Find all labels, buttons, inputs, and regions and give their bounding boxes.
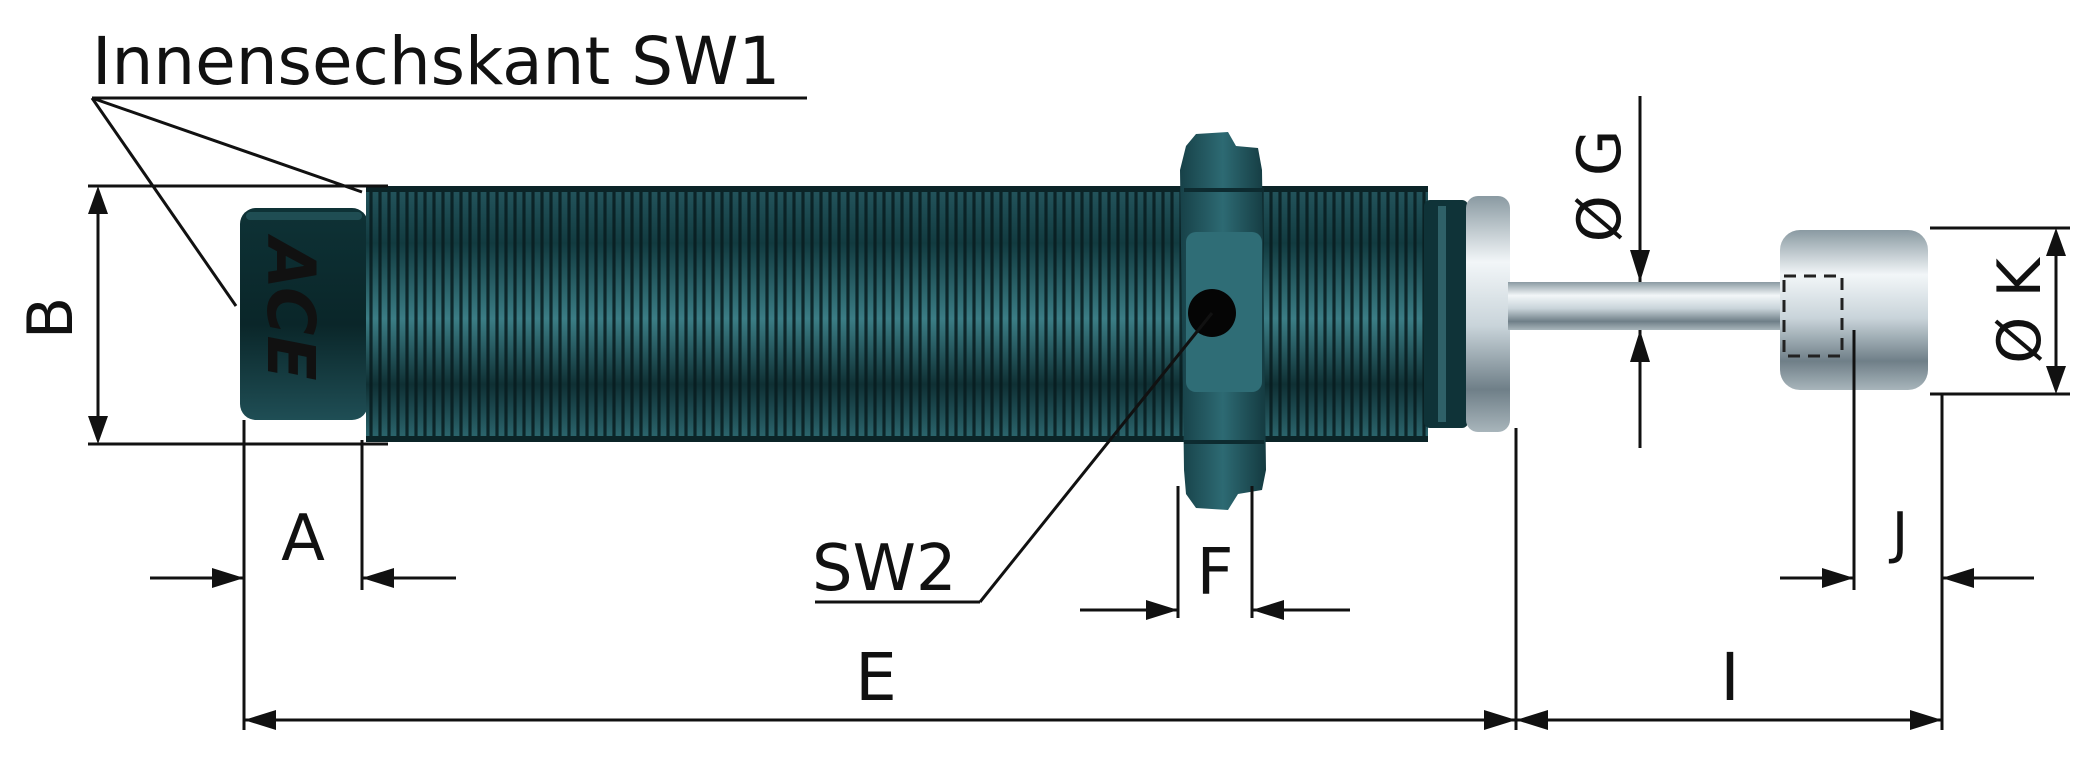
thread-crest-bottom: [366, 436, 1428, 442]
end-cap: [240, 208, 368, 420]
stop-cap-inner: [1782, 274, 1844, 358]
label-k: Ø K: [1985, 257, 2055, 364]
label-e: E: [855, 639, 897, 716]
front-bushing: [1466, 196, 1510, 432]
label-a: A: [281, 502, 325, 576]
label-j: J: [1889, 501, 1909, 566]
body-front-ring-highlight: [1438, 206, 1446, 422]
label-sw2: SW2: [812, 532, 957, 606]
piston-rod: [1508, 282, 1786, 330]
label-i: I: [1720, 639, 1739, 716]
end-cap-highlight: [246, 212, 362, 220]
label-f: F: [1197, 536, 1234, 610]
label-b: B: [14, 297, 87, 340]
thread-crest-top: [366, 186, 1428, 192]
label-g: Ø G: [1565, 130, 1635, 243]
thread-lines: [366, 188, 1428, 440]
leader-lines: [90, 96, 1214, 604]
stop-cap: [1780, 230, 1928, 390]
body-assembly: [240, 132, 1928, 510]
dimension-lines: [88, 96, 2070, 730]
label-hex-socket: Innensechskant SW1: [92, 23, 780, 100]
brand-logo: ACE: [252, 233, 329, 381]
